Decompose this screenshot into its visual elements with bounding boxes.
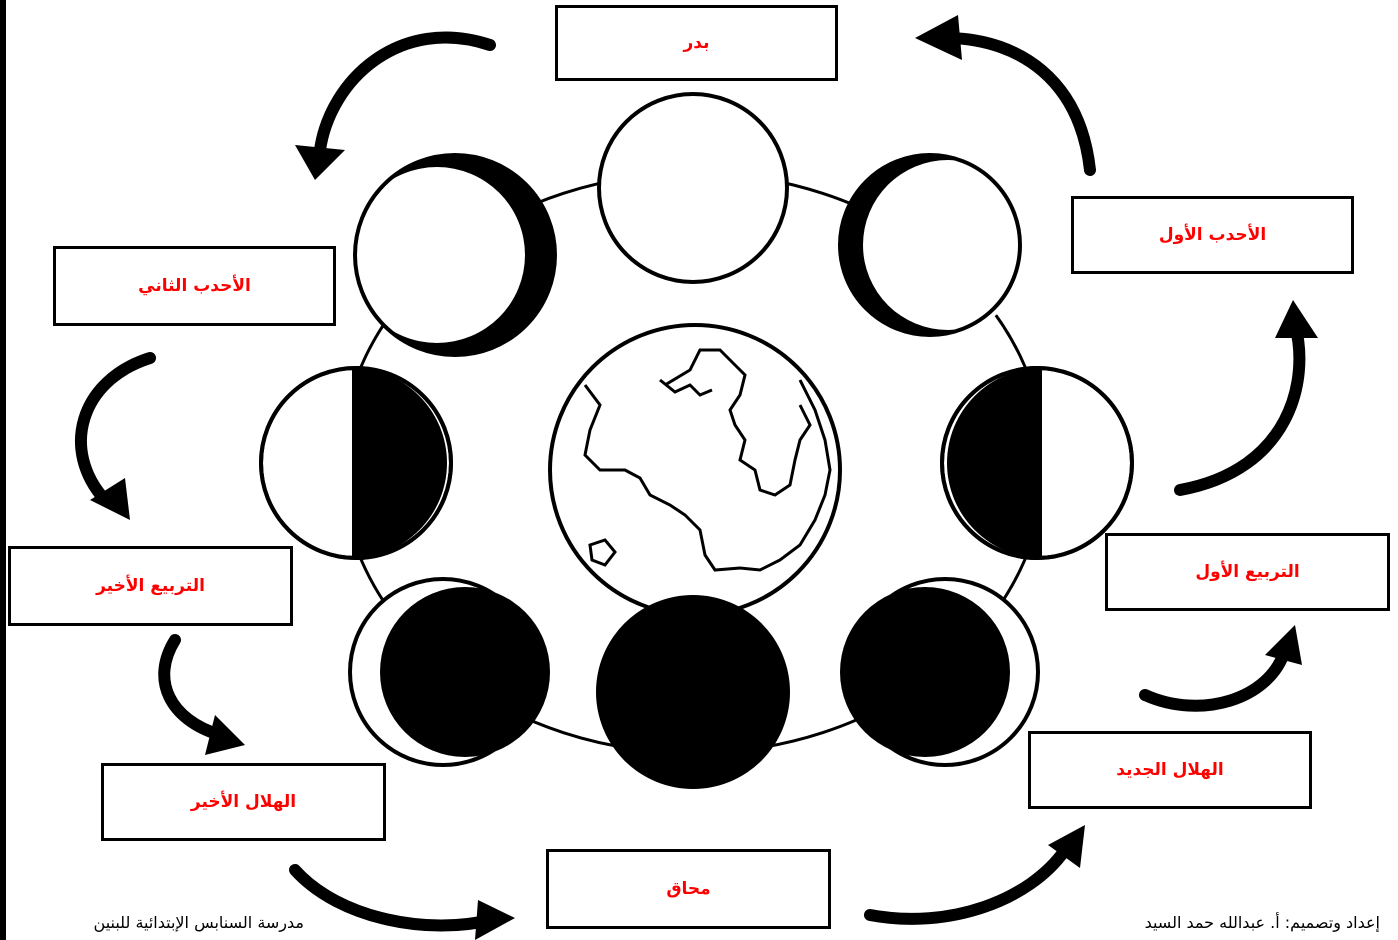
moon-first-quarter [942, 368, 1132, 558]
earth [550, 325, 840, 615]
label-full-moon: بدر [555, 5, 838, 81]
arrow-waning-gibbous-to-last-quarter [81, 358, 150, 500]
arrow-first-quarter-to-waxing-gibbous [1180, 325, 1299, 490]
arrow-full-to-waning-gibbous [320, 37, 490, 150]
arrowhead-5 [475, 900, 515, 940]
label-first-quarter: التربيع الأول [1105, 533, 1390, 611]
school-name: مدرسة السنابس الإبتدائية للبنين [94, 913, 304, 932]
label-last-quarter: التربيع الأخير [8, 546, 293, 626]
author-credit: إعداد وتصميم: أ. عبدالله حمد السيد [1145, 913, 1380, 932]
arrowhead-7 [1265, 625, 1302, 665]
moon-new [596, 595, 790, 789]
arrow-waxing-gibbous-to-full [950, 38, 1090, 170]
moon-waning-gibbous [349, 155, 555, 355]
arrow-waning-crescent-to-new [295, 870, 490, 926]
arrow-last-quarter-to-waning-crescent [164, 640, 220, 735]
moon-last-quarter [261, 368, 451, 558]
label-waxing-gibbous: الأحدب الأول [1071, 196, 1354, 274]
label-waning-gibbous: الأحدب الثاني [53, 246, 336, 326]
arrowhead-2 [295, 145, 345, 180]
label-waxing-crescent: الهلال الجديد [1028, 731, 1312, 809]
arrow-waxing-crescent-to-first-quarter [1145, 650, 1285, 706]
arrowhead-4 [205, 715, 245, 755]
label-waning-crescent: الهلال الأخير [101, 763, 386, 841]
arrowhead-1 [915, 15, 962, 60]
moon-waning-crescent [350, 579, 550, 765]
arrow-new-to-waxing-crescent [870, 850, 1065, 919]
moon-waxing-crescent [840, 579, 1038, 765]
moon-full [599, 94, 787, 282]
moon-waxing-gibbous [840, 155, 1033, 335]
label-new-moon: محاق [546, 849, 831, 929]
arrowhead-8 [1275, 300, 1318, 338]
